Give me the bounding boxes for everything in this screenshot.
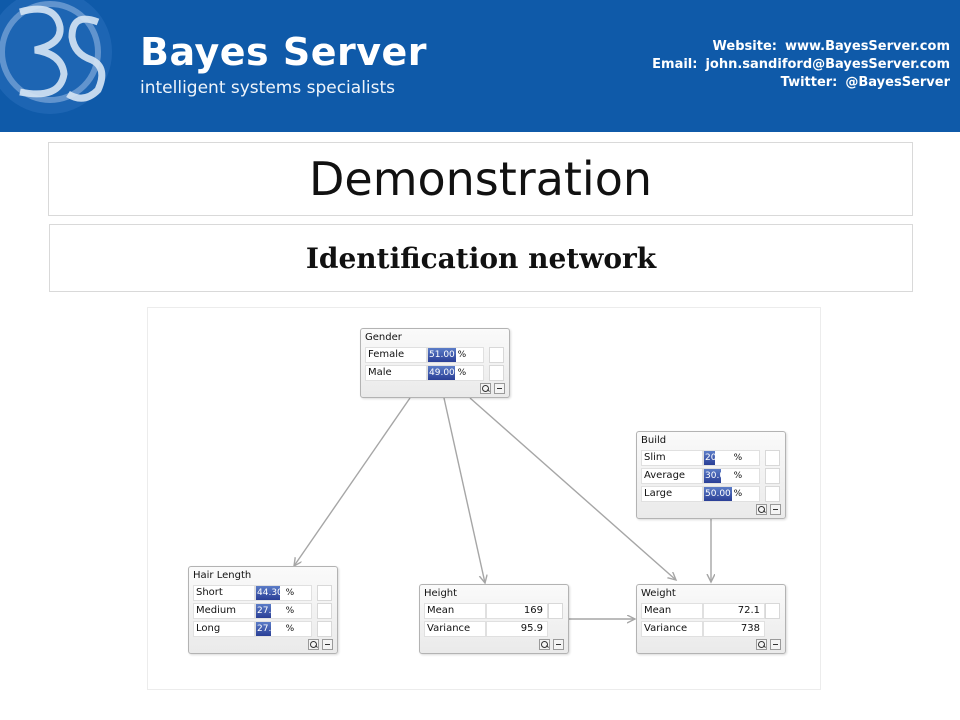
evidence-checkbox[interactable] xyxy=(765,468,780,484)
bayes-server-logo-icon xyxy=(0,0,112,114)
node-title: Hair Length xyxy=(193,570,252,581)
state-row-female[interactable]: Female 51.00 % xyxy=(365,347,505,363)
state-row-slim[interactable]: Slim 20.00 % xyxy=(641,450,781,466)
evidence-checkbox[interactable] xyxy=(765,603,780,619)
magnify-icon[interactable] xyxy=(539,639,550,650)
node-weight[interactable]: Weight Mean 72.1 Variance 738 xyxy=(636,584,786,654)
evidence-checkbox[interactable] xyxy=(317,603,332,619)
page-subtitle: Identification network xyxy=(305,241,657,275)
state-row-long[interactable]: Long 27.95 % xyxy=(193,621,333,637)
contact-twitter[interactable]: Twitter:@BayesServer xyxy=(780,75,950,90)
title-box: Demonstration xyxy=(48,142,913,216)
node-title: Height xyxy=(424,588,458,599)
node-title: Build xyxy=(641,435,667,446)
network-edges xyxy=(148,397,822,691)
brand-name: Bayes Server xyxy=(140,30,427,74)
evidence-checkbox[interactable] xyxy=(489,365,504,381)
header-banner: Bayes Server intelligent systems special… xyxy=(0,0,960,132)
minimize-icon[interactable] xyxy=(494,383,505,394)
evidence-checkbox[interactable] xyxy=(317,585,332,601)
state-row-short[interactable]: Short 44.30 % xyxy=(193,585,333,601)
minimize-icon[interactable] xyxy=(770,639,781,650)
contact-website[interactable]: Website:www.BayesServer.com xyxy=(712,39,950,54)
magnify-icon[interactable] xyxy=(480,383,491,394)
node-title: Gender xyxy=(365,332,402,343)
stat-row-variance[interactable]: Variance 738 xyxy=(641,621,781,637)
evidence-checkbox[interactable] xyxy=(765,486,780,502)
evidence-checkbox[interactable] xyxy=(765,450,780,466)
evidence-checkbox[interactable] xyxy=(548,603,563,619)
stat-row-mean[interactable]: Mean 169 xyxy=(424,603,564,619)
brand-tagline: intelligent systems specialists xyxy=(140,78,396,98)
evidence-checkbox[interactable] xyxy=(489,347,504,363)
edge-gender-hair xyxy=(294,397,411,566)
node-gender[interactable]: Gender Female 51.00 % Male 49.00 % xyxy=(360,328,510,398)
edge-gender-height xyxy=(443,397,485,583)
evidence-checkbox[interactable] xyxy=(317,621,332,637)
brand: Bayes Server intelligent systems special… xyxy=(140,32,427,98)
magnify-icon[interactable] xyxy=(756,504,767,515)
state-row-medium[interactable]: Medium 27.75 % xyxy=(193,603,333,619)
node-height[interactable]: Height Mean 169 Variance 95.9 xyxy=(419,584,569,654)
magnify-icon[interactable] xyxy=(308,639,319,650)
node-hair-length[interactable]: Hair Length Short 44.30 % Medium 27.75 %… xyxy=(188,566,338,654)
stat-row-variance[interactable]: Variance 95.9 xyxy=(424,621,564,637)
contact-email[interactable]: Email:john.sandiford@BayesServer.com xyxy=(652,57,950,72)
state-row-average[interactable]: Average 30.00 % xyxy=(641,468,781,484)
contact-info: Website:www.BayesServer.com Email:john.s… xyxy=(652,38,950,92)
magnify-icon[interactable] xyxy=(756,639,767,650)
network-canvas[interactable]: Gender Female 51.00 % Male 49.00 % Build… xyxy=(147,307,821,690)
page-title: Demonstration xyxy=(308,152,653,206)
minimize-icon[interactable] xyxy=(322,639,333,650)
node-title: Weight xyxy=(641,588,676,599)
subtitle-box: Identification network xyxy=(49,224,913,292)
node-build[interactable]: Build Slim 20.00 % Average 30.00 % Large… xyxy=(636,431,786,519)
state-row-large[interactable]: Large 50.00 % xyxy=(641,486,781,502)
minimize-icon[interactable] xyxy=(553,639,564,650)
edge-gender-weight xyxy=(469,397,676,580)
stat-row-mean[interactable]: Mean 72.1 xyxy=(641,603,781,619)
minimize-icon[interactable] xyxy=(770,504,781,515)
state-row-male[interactable]: Male 49.00 % xyxy=(365,365,505,381)
